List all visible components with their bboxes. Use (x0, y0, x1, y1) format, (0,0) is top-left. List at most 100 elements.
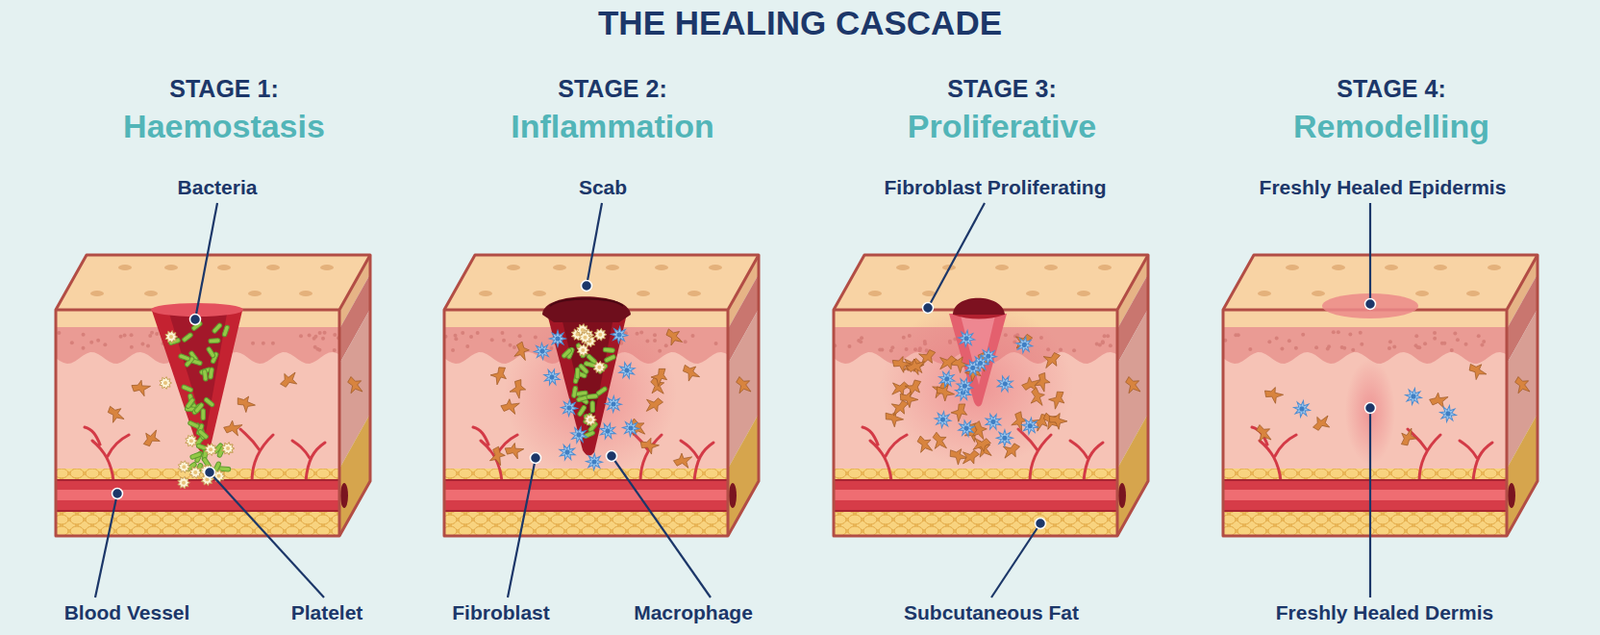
platelet (165, 330, 178, 344)
illustration-part (580, 327, 585, 332)
pore (299, 290, 313, 297)
epidermis-cell (1464, 342, 1469, 347)
platelet (185, 434, 199, 448)
fibroblast (1428, 391, 1450, 408)
illustration-part (575, 332, 579, 337)
leader-line (927, 202, 985, 308)
block-edge (1223, 254, 1538, 536)
platelet (584, 413, 598, 426)
epidermis-cell (1100, 340, 1105, 345)
fibroblast (915, 432, 935, 455)
fibroblast (1041, 350, 1064, 371)
pore (687, 290, 701, 297)
epidermis-cell (1481, 339, 1486, 344)
pore (1331, 264, 1346, 271)
epidermis-cell (1455, 337, 1460, 342)
platelet (177, 460, 191, 474)
illustration-part (575, 431, 582, 438)
illustration-part (1021, 341, 1027, 348)
epidermis-cell (652, 332, 657, 337)
epidermis-cell (1248, 347, 1252, 351)
blood-vessel (833, 479, 1118, 511)
illustration-part (580, 348, 585, 352)
illustration-part (204, 443, 218, 456)
illustration-part (530, 339, 554, 363)
epidermis-cell (332, 332, 337, 337)
fibroblast (502, 440, 525, 460)
epidermis-cell (1432, 336, 1437, 341)
macrophage (604, 395, 623, 413)
illustration-part (961, 382, 968, 389)
pore (605, 264, 620, 271)
fibroblast (104, 401, 126, 425)
bacterium (602, 347, 615, 353)
vessel-end (340, 482, 349, 508)
epidermis-cell (877, 347, 882, 351)
blood-vessel-lumen (1223, 489, 1507, 500)
illustration-part (952, 314, 1005, 320)
wound (542, 296, 631, 455)
leader-line (195, 202, 218, 320)
bacterium (208, 367, 215, 379)
epidermis-cell (1275, 335, 1279, 340)
bacterium (586, 393, 599, 399)
bacterium (201, 369, 208, 381)
epidermis-cell (1392, 344, 1397, 349)
leader-line (209, 472, 325, 598)
subcutaneous-fat (444, 468, 728, 536)
platelet (189, 466, 202, 479)
bacterium (177, 352, 191, 361)
epidermis-cell (1095, 341, 1100, 346)
illustration-part (957, 328, 976, 348)
illustration-part (936, 368, 957, 389)
callout-label: Bacteria (177, 175, 258, 200)
illustration-part (554, 335, 560, 341)
wound (949, 298, 1007, 407)
illustration-part (222, 442, 235, 455)
leader-dot (606, 450, 618, 462)
illustration-part (591, 458, 597, 464)
epidermis-cell (1294, 346, 1299, 350)
epidermis-cell (271, 341, 275, 346)
vessel-end (1507, 482, 1516, 508)
bacterium (187, 420, 200, 429)
illustration-part (610, 325, 628, 344)
pore (320, 264, 334, 271)
bacterium (197, 428, 209, 440)
side-layer (339, 413, 371, 536)
epidermis-cell (1414, 333, 1419, 338)
bacterium (208, 338, 221, 344)
fibroblast (637, 434, 660, 456)
blood-vessel-wall (55, 479, 340, 511)
illustration-part (949, 313, 1007, 407)
epidermis-cell (1450, 348, 1454, 352)
block-outline (1223, 254, 1538, 536)
epidermis-cell (315, 347, 320, 351)
illustration-part (159, 376, 173, 390)
epidermis-cell (250, 341, 255, 346)
callout-label: Freshly Healed Dermis (1275, 600, 1494, 625)
bacterium (561, 347, 574, 359)
pore (1257, 290, 1272, 297)
epidermis-cell (690, 333, 695, 338)
epidermis-cell (1072, 348, 1076, 352)
stage-name: Remodelling (1293, 103, 1490, 149)
pore (1076, 290, 1091, 297)
pore (1433, 264, 1448, 271)
epidermis-cell (1236, 332, 1241, 337)
epidermis-cell (81, 346, 86, 350)
epidermis-cell (475, 330, 480, 335)
bacterium (194, 401, 205, 414)
fibroblast (233, 391, 257, 414)
side-layer (1117, 413, 1149, 536)
illustration-part (1438, 403, 1458, 424)
bacterium (189, 451, 202, 460)
epidermis-cell (469, 334, 474, 339)
leader-dot (112, 488, 124, 500)
callout-label: Subcutaneous Fat (903, 600, 1079, 625)
block-edge (444, 254, 759, 536)
epidermis-cell (512, 345, 517, 350)
epidermis-cell (501, 338, 506, 343)
skin-block (444, 254, 759, 536)
fibroblast (277, 370, 300, 390)
